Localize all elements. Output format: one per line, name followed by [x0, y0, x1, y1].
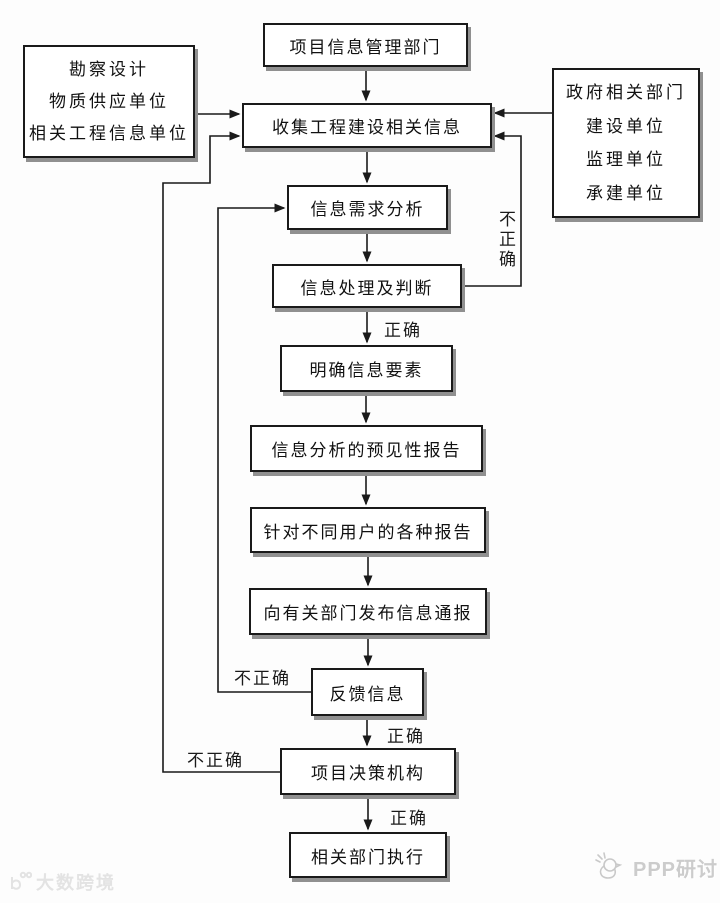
right-source-line-3: 监理单位	[586, 150, 666, 170]
node-decision-body-label: 项目决策机构	[311, 764, 425, 783]
label-correct-after-process: 正确	[384, 321, 422, 340]
node-decision-body: 项目决策机构	[280, 748, 456, 795]
label-correct-after-decision: 正确	[390, 809, 428, 828]
node-dept-execute: 相关部门执行	[289, 832, 447, 878]
node-feedback-info-label: 反馈信息	[329, 684, 406, 704]
watermark-bottom-right-text: PPP研讨	[633, 858, 719, 881]
label-correct-after-feedback: 正确	[387, 727, 425, 746]
node-collect-info: 收集工程建设相关信息	[242, 103, 492, 148]
bottom-right-doodle-icon	[595, 852, 623, 879]
node-left-sources: 勘察设计 物质供应单位 相关工程信息单位	[23, 45, 195, 158]
watermark-bottom-right: PPP研讨	[594, 852, 718, 882]
node-project-info-dept: 项目信息管理部门	[263, 23, 468, 67]
node-right-sources: 政府相关部门 建设单位 监理单位 承建单位	[552, 68, 700, 218]
watermark-bottom-left-text: 大数跨境	[36, 873, 116, 893]
left-source-line-2: 物质供应单位	[49, 91, 169, 111]
node-feedback-info: 反馈信息	[311, 668, 424, 716]
node-project-info-dept-label: 项目信息管理部门	[289, 37, 442, 57]
left-source-line-1: 勘察设计	[69, 59, 149, 79]
right-source-line-2: 建设单位	[586, 116, 666, 136]
bottom-left-logo-icon	[11, 871, 32, 890]
node-user-reports-label: 针对不同用户的各种报告	[263, 522, 473, 542]
left-source-line-3: 相关工程信息单位	[29, 124, 189, 144]
right-source-line-4: 承建单位	[586, 183, 666, 203]
node-user-reports: 针对不同用户的各种报告	[250, 507, 486, 553]
watermark-bottom-left: 大数跨境	[8, 869, 116, 895]
node-demand-analysis: 信息需求分析	[287, 185, 448, 230]
node-collect-info-label: 收集工程建设相关信息	[272, 118, 462, 137]
node-process-judge-label: 信息处理及判断	[300, 278, 434, 298]
node-clarify-elements-label: 明确信息要素	[309, 361, 424, 380]
node-forecast-report-label: 信息分析的预见性报告	[271, 441, 462, 460]
node-dept-execute-label: 相关部门执行	[311, 847, 425, 867]
label-incorrect-decision-loop: 不正确	[187, 751, 244, 770]
node-forecast-report: 信息分析的预见性报告	[250, 425, 483, 472]
label-incorrect-feedback-loop: 不正确	[234, 669, 291, 688]
node-clarify-elements: 明确信息要素	[280, 345, 453, 392]
node-publish-bulletin: 向有关部门发布信息通报	[249, 588, 487, 635]
node-process-judge: 信息处理及判断	[272, 264, 462, 308]
node-demand-analysis-label: 信息需求分析	[310, 200, 425, 219]
node-publish-bulletin-label: 向有关部门发布信息通报	[263, 604, 473, 623]
right-source-line-1: 政府相关部门	[566, 83, 686, 103]
label-incorrect-process-loop: 不正确	[496, 210, 515, 270]
